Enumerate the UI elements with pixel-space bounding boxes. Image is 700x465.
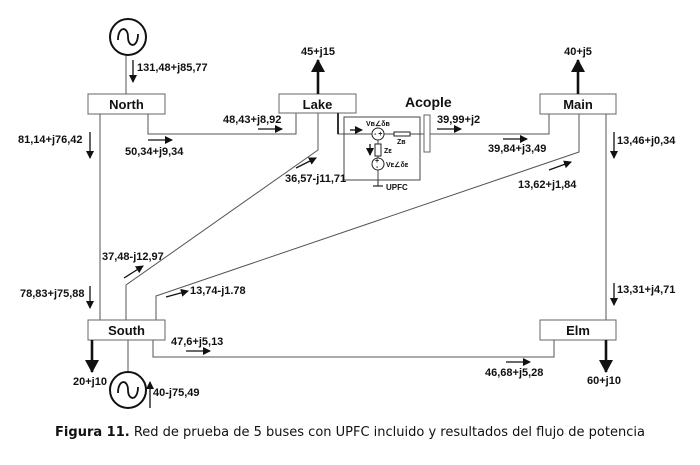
svg-text:- +: - + [374, 131, 382, 138]
bus-north-label: North [109, 97, 144, 112]
upfc-vb-label: Vʙ∠δʙ [366, 120, 390, 128]
upfc-label: UPFC [386, 183, 408, 192]
bus-lake-label: Lake [303, 97, 333, 112]
acople-label: Acople [405, 94, 452, 110]
bus-elm-label: Elm [566, 323, 590, 338]
north-generator [109, 18, 147, 56]
lake-south-flow-arrow [295, 157, 317, 169]
caption-prefix: Figura 11. [55, 425, 130, 440]
elm-load-label: 60+j10 [587, 375, 621, 387]
zb-impedance-icon [393, 131, 411, 137]
bus-elm: Elm [539, 319, 617, 341]
shunt-voltage-source-icon [371, 157, 385, 171]
bus-north: North [87, 93, 166, 115]
main-load-label: 40+j5 [564, 46, 592, 58]
bus-south: South [87, 319, 166, 341]
line-acople-main [430, 114, 550, 135]
main-south-flow-arrow [548, 160, 572, 171]
elm-main-flow-label: 13,31+j4,71 [617, 284, 675, 296]
upfc-zb-label: Zʙ [397, 139, 406, 146]
bus-south-label: South [108, 323, 145, 338]
power-network-diagram: North Lake Main South Elm Acople - + Vʙ∠… [18, 18, 676, 409]
north-south-flow-label: 81,14+j76,42 [18, 134, 83, 146]
south-north-flow-label: 78,83+j75,88 [20, 288, 85, 300]
svg-text:-: - [376, 164, 379, 171]
south-main-flow-label: 13,74-j1.78 [190, 285, 246, 297]
upfc-out-flow-label: 39,99+j2 [437, 114, 480, 126]
south-generator [109, 371, 147, 409]
north-lake-send-label: 50,34+j9,34 [125, 146, 184, 158]
sine-wave-icon [117, 28, 139, 46]
bus-lake: Lake [278, 93, 357, 114]
line-lake-south [125, 113, 319, 320]
south-load-label: 20+j10 [73, 376, 107, 388]
upfc-ve-label: Vᴇ∠δᴇ [386, 161, 409, 169]
bus-main: Main [539, 93, 617, 115]
line-south-elm [152, 340, 555, 358]
main-south-flow-label: 13,62+j1,84 [518, 179, 577, 191]
line-main-south [155, 114, 580, 320]
bus-main-label: Main [563, 97, 593, 112]
svg-text:+: + [375, 158, 379, 165]
line-north-lake [147, 113, 297, 135]
upfc-block: - + Vʙ∠δʙ Zʙ Zᴇ + - Vᴇ∠δᴇ UPFC [337, 113, 421, 192]
north-lake-recv-label: 48,43+j8,92 [223, 114, 281, 126]
main-elm-flow-label: 13,46+j0,34 [617, 135, 676, 147]
north-gen-flow-label: 131,48+j85,77 [137, 62, 208, 74]
lake-south-flow-label: 36,57-j11,71 [285, 173, 346, 185]
south-gen-flow-label: 40-j75,49 [153, 387, 199, 399]
acople-bar [423, 114, 431, 153]
elm-south-flow-label: 46,68+j5,28 [485, 367, 543, 379]
south-main-flow-arrow [165, 288, 189, 298]
south-elm-send-label: 47,6+j5,13 [171, 336, 223, 348]
upfc-ze-label: Zᴇ [384, 148, 392, 155]
south-lake-flow-arrow [123, 265, 144, 279]
south-lake-flow-label: 37,48-j12,97 [102, 251, 164, 263]
lake-load-label: 45+j15 [301, 46, 335, 58]
caption-text: Red de prueba de 5 buses con UPFC inclui… [129, 425, 645, 440]
figure-caption: Figura 11. Red de prueba de 5 buses con … [0, 425, 700, 440]
acople-main-flow-label: 39,84+j3,49 [488, 143, 546, 155]
ze-impedance-icon [374, 143, 382, 157]
sine-wave-icon [117, 381, 139, 399]
